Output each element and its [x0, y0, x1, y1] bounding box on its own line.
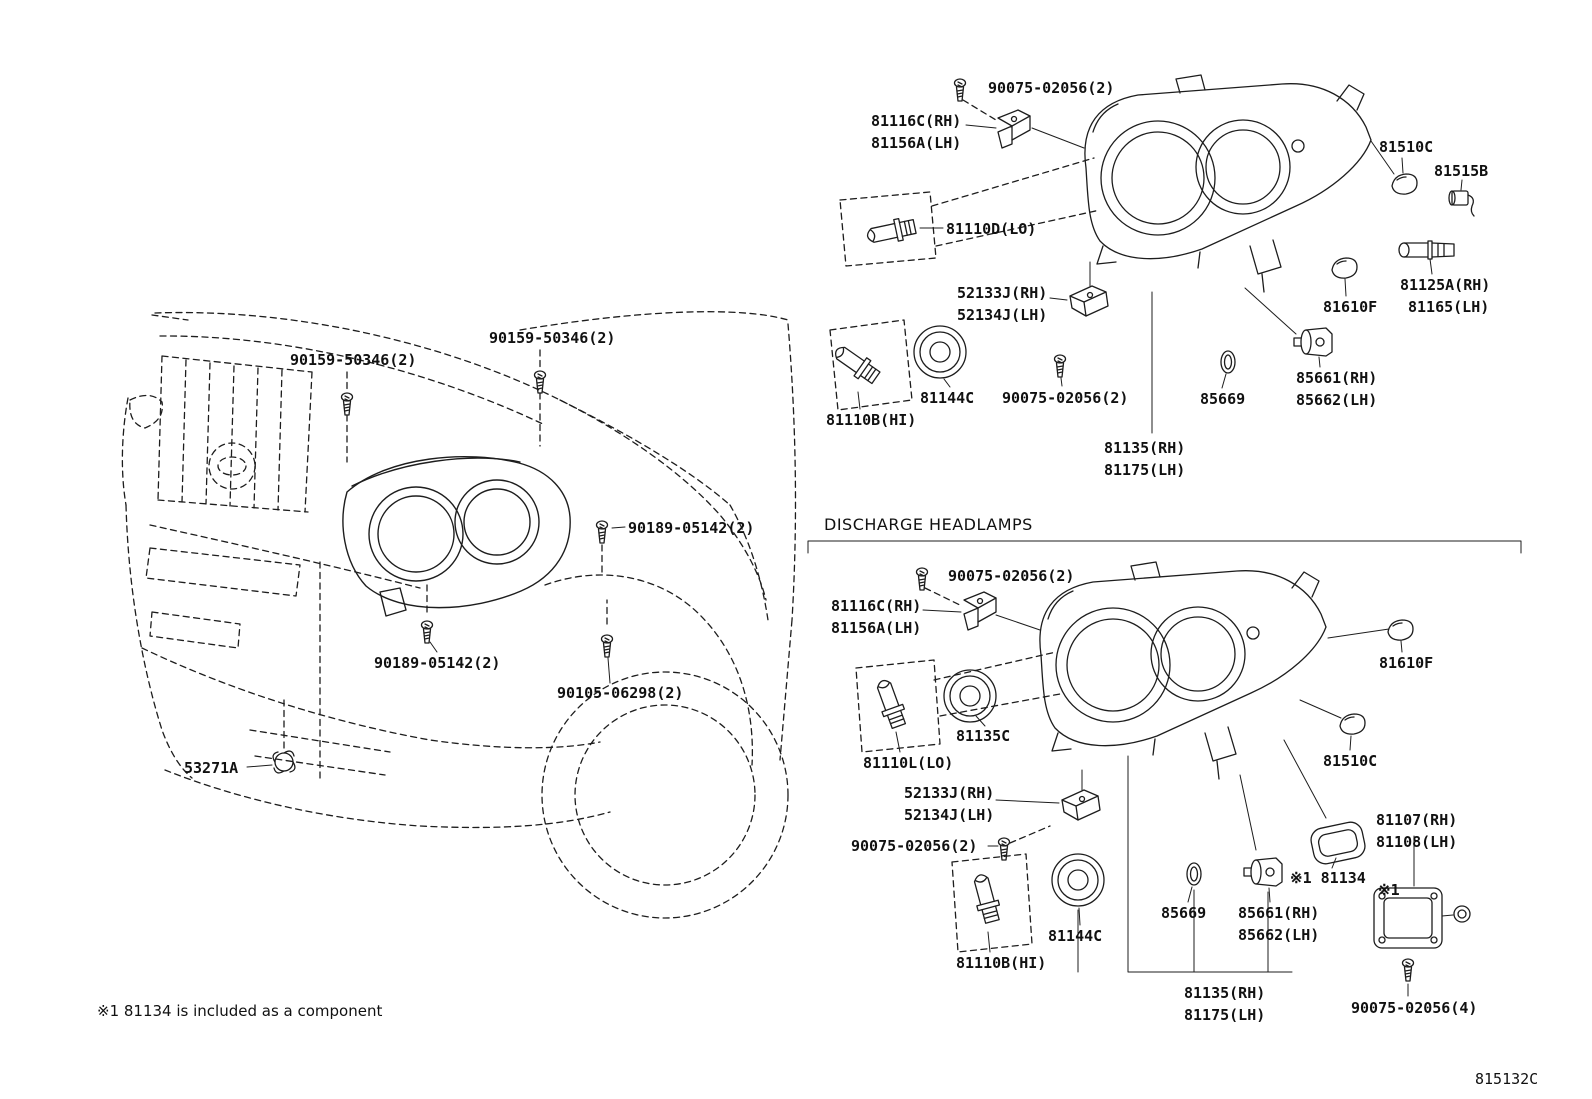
part-label-81110b-b[interactable]: 81110B(HI)	[956, 954, 1047, 972]
part-label-85669-b[interactable]: 85669	[1161, 904, 1207, 922]
screw-drawing	[915, 567, 929, 591]
bezel-ring-drawing	[943, 669, 997, 723]
footnote-ref-mark: ※1	[1378, 881, 1400, 899]
part-label-81175-b[interactable]: 81175(LH)	[1184, 1006, 1266, 1024]
retainer-bracket-drawing	[1061, 789, 1101, 821]
part-label-90159-b[interactable]: 90159-50346(2)	[489, 329, 616, 347]
ecu-connector-drawing	[1457, 909, 1467, 919]
rubber-cap-drawing	[1391, 173, 1418, 195]
part-label-81125a[interactable]: 81125A(RH)	[1400, 276, 1491, 294]
part-label-52134j-a[interactable]: 52134J(LH)	[957, 306, 1048, 324]
leveling-motor-drawing	[1243, 857, 1283, 887]
part-label-90075-02056-c[interactable]: 90075-02056(2)	[948, 567, 1075, 585]
discharge-headlamps-section-title: DISCHARGE HEADLAMPS	[824, 515, 1033, 534]
high-beam-bulb-drawing	[829, 340, 883, 388]
diagram-footnote: ※1 81134 is included as a component	[97, 1002, 383, 1020]
part-label-81156a-a[interactable]: 81156A(LH)	[871, 134, 962, 152]
discharge-low-beam-bulb-drawing	[871, 676, 910, 731]
part-label-90075-02056-b[interactable]: 90075-02056(2)	[1002, 389, 1129, 407]
mounting-bracket-drawing	[963, 591, 997, 631]
vehicle-fasteners	[246, 370, 626, 774]
discharge-headlamp-section	[855, 561, 1471, 997]
part-label-81108[interactable]: 81108(LH)	[1376, 833, 1458, 851]
part-label-85661-a[interactable]: 85661(RH)	[1296, 369, 1378, 387]
part-label-52133j-b[interactable]: 52133J(RH)	[904, 784, 995, 802]
rubber-cap-drawing	[1339, 713, 1366, 735]
high-beam-bulb-drawing	[968, 871, 1004, 925]
headlamp-assembly-drawing	[1084, 74, 1372, 293]
part-label-81135c[interactable]: 81135C	[956, 727, 1011, 745]
low-beam-bulb-drawing	[864, 215, 918, 248]
screw-drawing	[600, 634, 614, 658]
part-label-81144c-b[interactable]: 81144C	[1048, 927, 1103, 945]
part-label-81110l[interactable]: 81110L(LO)	[863, 754, 954, 772]
screw-drawing	[595, 520, 609, 544]
retaining-ring-drawing	[1051, 853, 1105, 907]
screw-drawing	[953, 78, 967, 102]
part-label-52133j-a[interactable]: 52133J(RH)	[957, 284, 1048, 302]
rubber-cap-drawing	[1331, 257, 1358, 279]
part-label-81610f-b[interactable]: 81610F	[1379, 654, 1434, 672]
part-label-90189-b[interactable]: 90189-05142(2)	[374, 654, 501, 672]
part-label-81135-a[interactable]: 81135(RH)	[1104, 439, 1186, 457]
part-label-81175-a[interactable]: 81175(LH)	[1104, 461, 1186, 479]
part-label-81107[interactable]: 81107(RH)	[1376, 811, 1458, 829]
part-label-81510c-b[interactable]: 81510C	[1323, 752, 1378, 770]
mounting-bracket-drawing	[997, 109, 1031, 149]
screw-drawing	[533, 370, 547, 394]
screw-drawing	[420, 620, 434, 644]
part-label-81610f-a[interactable]: 81610F	[1323, 298, 1378, 316]
halogen-headlamp-section	[829, 74, 1475, 434]
part-label-85662-b[interactable]: 85662(LH)	[1238, 926, 1320, 944]
part-label-81116c-a[interactable]: 81116C(RH)	[871, 112, 962, 130]
part-label-53271a[interactable]: 53271A	[184, 759, 239, 777]
screw-drawing	[1401, 958, 1415, 982]
oring-drawing	[1186, 862, 1202, 886]
part-label-85662-a[interactable]: 85662(LH)	[1296, 391, 1378, 409]
part-label-90159-a[interactable]: 90159-50346(2)	[290, 351, 417, 369]
part-label-52134j-b[interactable]: 52134J(LH)	[904, 806, 995, 824]
vehicle-front-sketch	[121, 311, 797, 919]
part-label-90075-02056-a[interactable]: 90075-02056(2)	[988, 79, 1115, 97]
part-label-81110b-a[interactable]: 81110B(HI)	[826, 411, 917, 429]
part-label-81134[interactable]: ※1 81134	[1290, 869, 1366, 887]
part-label-81116c-b[interactable]: 81116C(RH)	[831, 597, 922, 615]
part-label-81144c-a[interactable]: 81144C	[920, 389, 975, 407]
part-label-90105[interactable]: 90105-06298(2)	[557, 684, 684, 702]
rubber-cap-drawing	[1387, 619, 1414, 641]
part-label-81110d[interactable]: 81110D(LO)	[946, 220, 1037, 238]
part-label-85669-a[interactable]: 85669	[1200, 390, 1246, 408]
part-label-81135-b[interactable]: 81135(RH)	[1184, 984, 1266, 1002]
part-label-90075-02056-d[interactable]: 90075-02056(2)	[851, 837, 978, 855]
diagram-code: 815132C	[1475, 1070, 1539, 1088]
part-label-85661-b[interactable]: 85661(RH)	[1238, 904, 1320, 922]
oring-drawing	[1220, 350, 1236, 374]
screw-drawing	[1053, 354, 1067, 378]
discharge-section-bracket	[807, 540, 1522, 554]
vehicle-headlamp-drawing	[342, 456, 571, 617]
part-label-81510c-a[interactable]: 81510C	[1379, 138, 1434, 156]
retaining-ring-drawing	[913, 325, 967, 379]
part-label-81156a-b[interactable]: 81156A(LH)	[831, 619, 922, 637]
screw-drawing	[340, 392, 354, 416]
part-label-90189-a[interactable]: 90189-05142(2)	[628, 519, 755, 537]
retainer-bracket-drawing	[1069, 285, 1109, 317]
clearance-bulb-drawing	[1398, 240, 1455, 260]
part-label-81165[interactable]: 81165(LH)	[1408, 298, 1490, 316]
bulb-socket-drawing	[1448, 190, 1475, 217]
part-label-81515b[interactable]: 81515B	[1434, 162, 1489, 180]
part-label-90075-02056-x4[interactable]: 90075-02056(4)	[1351, 999, 1478, 1017]
headlamp-assembly-drawing	[1039, 561, 1327, 780]
leveling-motor-drawing	[1293, 327, 1333, 357]
ecu-connector-drawing	[1453, 905, 1471, 923]
igniter-gasket-drawing	[1308, 819, 1368, 867]
